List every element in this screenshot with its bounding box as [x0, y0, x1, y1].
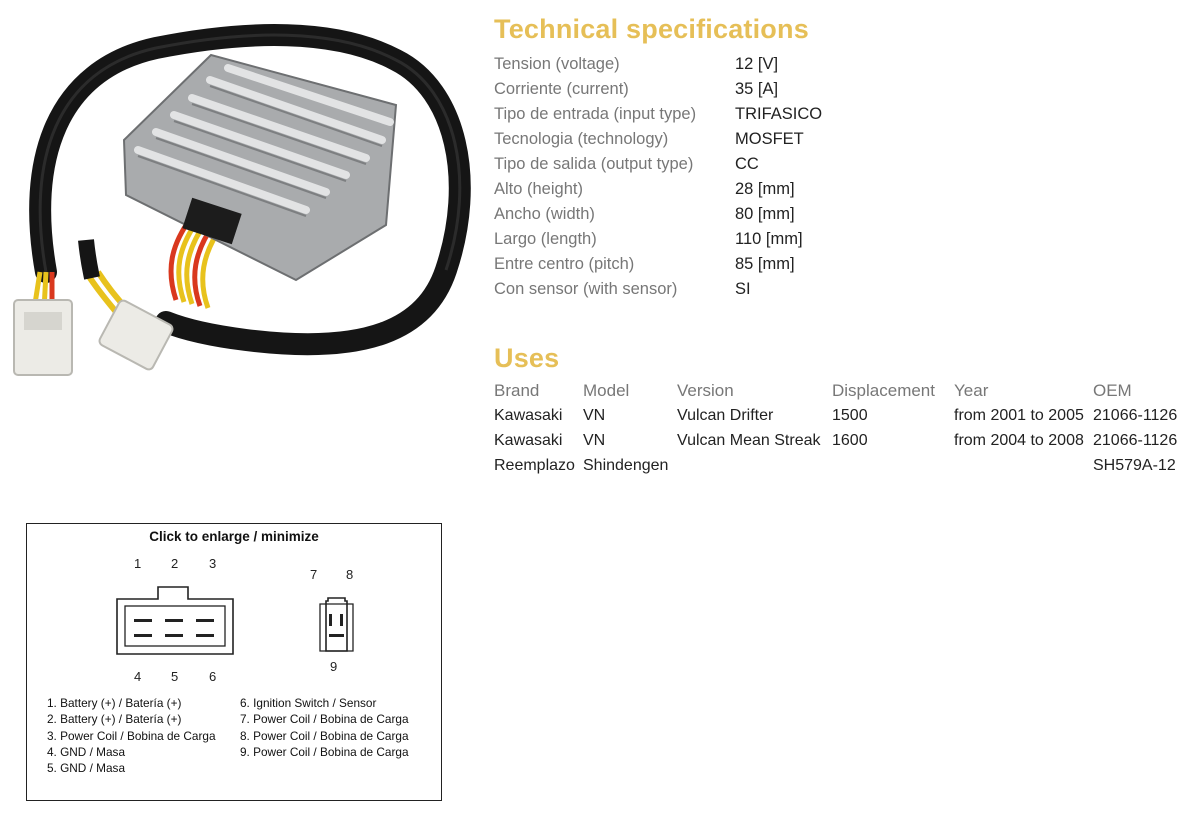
legend-item: 7. Power Coil / Bobina de Carga: [240, 712, 409, 727]
legend-item: 9. Power Coil / Bobina de Carga: [240, 744, 409, 759]
six-pin-connector-inner: [124, 605, 226, 647]
spec-row: Alto (height) 28 [mm]: [494, 177, 822, 202]
replacement-label: Reemplazo: [494, 456, 575, 474]
pin-slot: [329, 614, 332, 626]
spec-row: Corriente (current) 35 [A]: [494, 77, 822, 102]
uses-title: Uses: [494, 343, 560, 373]
spec-value: 85 [mm]: [735, 255, 795, 273]
spec-row: Tipo de salida (output type) CC: [494, 152, 822, 177]
spec-row: Tecnologia (technology) MOSFET: [494, 127, 822, 152]
pin-number-5: 5: [171, 669, 178, 684]
spec-value: 28 [mm]: [735, 180, 795, 198]
cell-oem: 21066-1126: [1093, 406, 1178, 424]
product-photo: [13, 24, 471, 376]
cell-model: VN: [583, 431, 606, 449]
pin-slot: [165, 634, 183, 637]
table-row: Kawasaki VN Vulcan Drifter 1500 from 200…: [494, 403, 1177, 428]
cell-oem: 21066-1126: [1093, 431, 1178, 449]
spec-value: 80 [mm]: [735, 205, 795, 223]
cell-brand: Kawasaki: [494, 431, 563, 449]
cell-displacement: 1600: [832, 431, 868, 449]
cell-version: Vulcan Mean Streak: [677, 431, 821, 449]
cell-model: VN: [583, 406, 606, 424]
spec-row: Largo (length) 110 [mm]: [494, 227, 822, 252]
pin-number-7: 7: [310, 567, 317, 582]
cell-year: from 2004 to 2008: [954, 431, 1084, 449]
pin-slot: [340, 614, 343, 626]
pin-slot: [196, 634, 214, 637]
legend-item: 4. GND / Masa: [47, 744, 126, 759]
replacement-row: Reemplazo Shindengen SH579A-12: [494, 453, 1177, 478]
spec-row: Con sensor (with sensor) SI: [494, 277, 822, 302]
spec-label: Largo (length): [494, 230, 597, 248]
spec-label: Entre centro (pitch): [494, 255, 635, 273]
replacement-maker: Shindengen: [583, 456, 669, 474]
specs-title: Technical specifications: [494, 14, 809, 44]
header-model: Model: [583, 380, 630, 400]
cell-year: from 2001 to 2005: [954, 406, 1084, 424]
pin-number-6: 6: [209, 669, 216, 684]
three-pin-connector-outer: [319, 603, 354, 652]
spec-row: Ancho (width) 80 [mm]: [494, 202, 822, 227]
header-version: Version: [677, 380, 734, 400]
pin-number-2: 2: [171, 556, 178, 571]
spec-label: Tecnologia (technology): [494, 130, 669, 148]
spec-row: Tipo de entrada (input type) TRIFASICO: [494, 102, 822, 127]
pin-slot: [165, 619, 183, 622]
header-oem: OEM: [1093, 380, 1132, 400]
spec-label: Ancho (width): [494, 205, 595, 223]
six-pin-connector-shape: [116, 586, 234, 655]
spec-label: Con sensor (with sensor): [494, 280, 678, 298]
spec-value: 12 [V]: [735, 55, 779, 73]
connector-diagram-panel[interactable]: Click to enlarge / minimize 1 2 3 4 5 6 …: [26, 523, 442, 801]
cell-version: Vulcan Drifter: [677, 406, 774, 424]
legend-item: 5. GND / Masa: [47, 761, 126, 776]
legend-item: 6. Ignition Switch / Sensor: [240, 696, 377, 710]
uses-table: Brand Model Version Displacement Year OE…: [494, 378, 1177, 478]
spec-row: Entre centro (pitch) 85 [mm]: [494, 252, 822, 277]
legend-item: 3. Power Coil / Bobina de Carga: [47, 728, 216, 743]
pin-slot: [329, 634, 344, 637]
spec-label: Tipo de salida (output type): [494, 155, 694, 173]
spec-label: Tipo de entrada (input type): [494, 105, 697, 123]
spec-value: CC: [735, 155, 759, 173]
legend-item: 1. Battery (+) / Batería (+): [47, 696, 182, 710]
header-year: Year: [954, 380, 989, 400]
spec-label: Alto (height): [494, 180, 583, 198]
pin-number-8: 8: [346, 567, 353, 582]
spec-value: TRIFASICO: [735, 105, 823, 123]
pin-slot: [134, 619, 152, 622]
pin-number-1: 1: [134, 556, 141, 571]
spec-value: MOSFET: [735, 130, 804, 148]
spec-value: 110 [mm]: [735, 230, 803, 248]
pin-legend-right: 6. Ignition Switch / Sensor 7. Power Coi…: [240, 696, 409, 761]
cell-displacement: 1500: [832, 406, 868, 424]
uses-header-row: Brand Model Version Displacement Year OE…: [494, 378, 1177, 403]
pin-number-3: 3: [209, 556, 216, 571]
pin-legend-left: 1. Battery (+) / Batería (+) 2. Battery …: [47, 696, 216, 777]
legend-item: 2. Battery (+) / Batería (+): [47, 712, 182, 727]
specs-table: Tension (voltage) 12 [V] Corriente (curre…: [494, 52, 822, 302]
enlarge-toggle[interactable]: Click to enlarge / minimize: [149, 529, 319, 544]
table-row: Kawasaki VN Vulcan Mean Streak 1600 from…: [494, 428, 1177, 453]
header-displacement: Displacement: [832, 380, 935, 400]
pin-number-4: 4: [134, 669, 141, 684]
pin-slot: [196, 619, 214, 622]
connector-pin-diagram: 1 2 3 4 5 6 7 8 9: [116, 556, 354, 684]
spec-label: Corriente (current): [494, 80, 629, 98]
legend-item: 8. Power Coil / Bobina de Carga: [240, 728, 409, 743]
pin-number-9: 9: [330, 659, 337, 674]
replacement-part: SH579A-12: [1093, 456, 1176, 474]
pin-slot: [134, 634, 152, 637]
cell-brand: Kawasaki: [494, 406, 563, 424]
spec-row: Tension (voltage) 12 [V]: [494, 52, 822, 77]
header-brand: Brand: [494, 380, 540, 400]
spec-label: Tension (voltage): [494, 55, 620, 73]
spec-value: SI: [735, 280, 751, 298]
spec-value: 35 [A]: [735, 80, 779, 98]
